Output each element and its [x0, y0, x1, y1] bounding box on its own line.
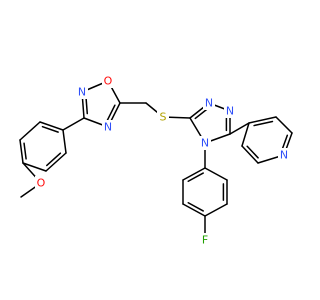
bond-line: [275, 116, 293, 134]
bond-line: [62, 129, 67, 154]
atom-label-background: [199, 136, 211, 150]
bond-line: [22, 162, 47, 172]
bond-line: [204, 167, 228, 181]
bond-line: [241, 145, 259, 164]
bond-line-double: [105, 104, 116, 123]
atom-n-label: N: [104, 121, 112, 134]
bond-line-double: [187, 202, 204, 212]
bond-line: [45, 152, 67, 172]
bond-line: [19, 139, 24, 164]
atom-label-background: [157, 110, 169, 124]
bond-line: [39, 121, 64, 131]
atom-n-label: N: [226, 105, 234, 118]
bond-line-double: [23, 142, 27, 160]
atom-o-label: O: [104, 75, 113, 88]
atom-label-background: [203, 96, 215, 110]
atom-s-label: S: [160, 111, 167, 124]
bond-line-double: [281, 134, 289, 151]
bond-line: [19, 121, 41, 141]
atom-label-background: [278, 148, 290, 162]
bond-line-double: [41, 125, 59, 133]
bond-line-double: [187, 172, 204, 182]
bond-line: [62, 117, 85, 131]
bond-line-double: [253, 120, 274, 127]
bond-line: [229, 122, 250, 135]
atom-f-label: F: [202, 234, 208, 247]
bond-line: [248, 116, 277, 124]
bond-line: [182, 167, 206, 181]
atom-n-label: N: [280, 149, 288, 162]
bond-line-double: [46, 152, 62, 167]
atom-n-label: N: [205, 97, 213, 110]
atom-label-background: [102, 120, 114, 134]
bond-line: [204, 203, 228, 217]
atom-label-background: [224, 104, 236, 118]
bond-line: [182, 203, 206, 217]
atom-o-label: O: [37, 177, 46, 190]
atom-n-label: N: [201, 137, 209, 150]
bonds: [19, 80, 293, 241]
bond-line-double: [246, 145, 259, 159]
atom-label-background: [35, 176, 47, 190]
atom-label-background: [102, 74, 114, 88]
atom-n-label: N: [78, 86, 86, 99]
atom-label-background: [76, 85, 88, 99]
bond-line: [241, 122, 250, 147]
atom-label-background: [199, 233, 211, 247]
